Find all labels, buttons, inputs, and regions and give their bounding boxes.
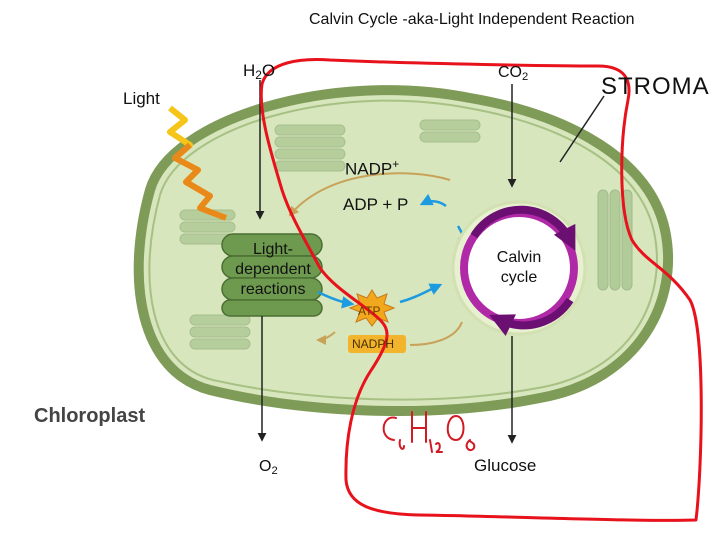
chloroplast-outer-membrane (133, 85, 674, 417)
stroma-label: STROMA (601, 73, 710, 100)
grana-stack (597, 189, 633, 291)
grana-stack (274, 124, 346, 172)
glucose-label: Glucose (474, 456, 537, 475)
flow-arrows (255, 80, 605, 444)
handwritten-glucose-formula (382, 411, 476, 453)
co2-label: CO2 (498, 64, 529, 83)
blue-arrows (317, 193, 470, 309)
nadp-label: NADP+ (345, 157, 400, 179)
calvin-cycle-label: Calvin cycle (496, 249, 542, 286)
thylakoid-stack (221, 233, 323, 317)
light-ray-icon (167, 105, 228, 221)
nadph-label: NADPH (352, 337, 395, 351)
grana-stack (179, 209, 236, 245)
h2o-label: H2O (243, 61, 276, 82)
chloroplast-inner-membrane (148, 99, 658, 401)
atp-icon (348, 289, 396, 327)
grana-stack (189, 314, 251, 350)
o2-label: O2 (259, 458, 278, 477)
chloroplast-label: Chloroplast (34, 405, 146, 427)
nadph-tag (348, 335, 406, 353)
page-title: Calvin Cycle -aka-Light Independent Reac… (309, 11, 635, 28)
calvin-cycle (451, 200, 587, 336)
light-label: Light (123, 89, 160, 108)
energy-recycle-loop (288, 172, 463, 346)
stroma-boundary-outline (259, 58, 703, 522)
light-dependent-reactions-label: Light-dependent reactions (235, 241, 311, 298)
chloroplast (133, 85, 674, 417)
adp-p-label: ADP + P (343, 195, 409, 214)
atp-label: ATP (358, 304, 381, 318)
grana-stack (419, 119, 481, 143)
